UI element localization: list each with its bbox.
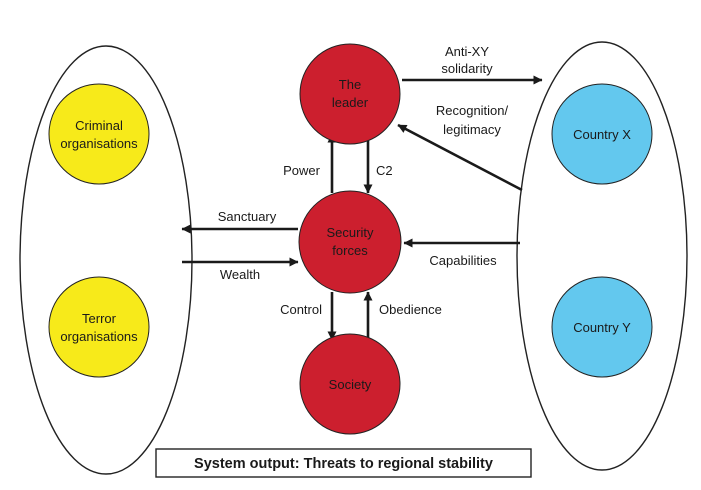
label-recognition-line1: Recognition/ — [436, 103, 509, 118]
society-label: Society — [329, 377, 372, 392]
criminal-label-line2: organisations — [60, 136, 138, 151]
label-c2: C2 — [376, 163, 393, 178]
edges — [181, 75, 543, 342]
node-country-y — [551, 276, 653, 378]
country-y-label: Country Y — [573, 320, 631, 335]
label-obedience: Obedience — [379, 302, 442, 317]
arrow-recognition-legitimacy — [397, 123, 523, 192]
terror-label-line2: organisations — [60, 329, 138, 344]
node-society — [299, 333, 401, 435]
label-wealth: Wealth — [220, 267, 260, 282]
system-output-box — [155, 448, 532, 478]
label-recognition-line2: legitimacy — [443, 122, 501, 137]
leader-label-line2: leader — [332, 95, 369, 110]
node-criminal-organisations — [48, 83, 150, 185]
label-capabilities: Capabilities — [429, 253, 497, 268]
label-sanctuary: Sanctuary — [218, 209, 277, 224]
security-label-line1: Security — [327, 225, 374, 240]
label-anti-xy-line2: solidarity — [441, 61, 493, 76]
label-control: Control — [280, 302, 322, 317]
leader-label-line1: The — [339, 77, 361, 92]
label-anti-xy-line1: Anti-XY — [445, 44, 489, 59]
node-country-x — [551, 83, 653, 185]
node-leader — [299, 43, 401, 145]
terror-label-line1: Terror — [82, 311, 117, 326]
criminal-label-line1: Criminal — [75, 118, 123, 133]
node-security-forces — [298, 190, 402, 294]
security-label-line2: forces — [332, 243, 368, 258]
node-terror-organisations — [48, 276, 150, 378]
label-power: Power — [283, 163, 321, 178]
country-x-label: Country X — [573, 127, 631, 142]
system-output-text: System output: Threats to regional stabi… — [194, 456, 493, 472]
